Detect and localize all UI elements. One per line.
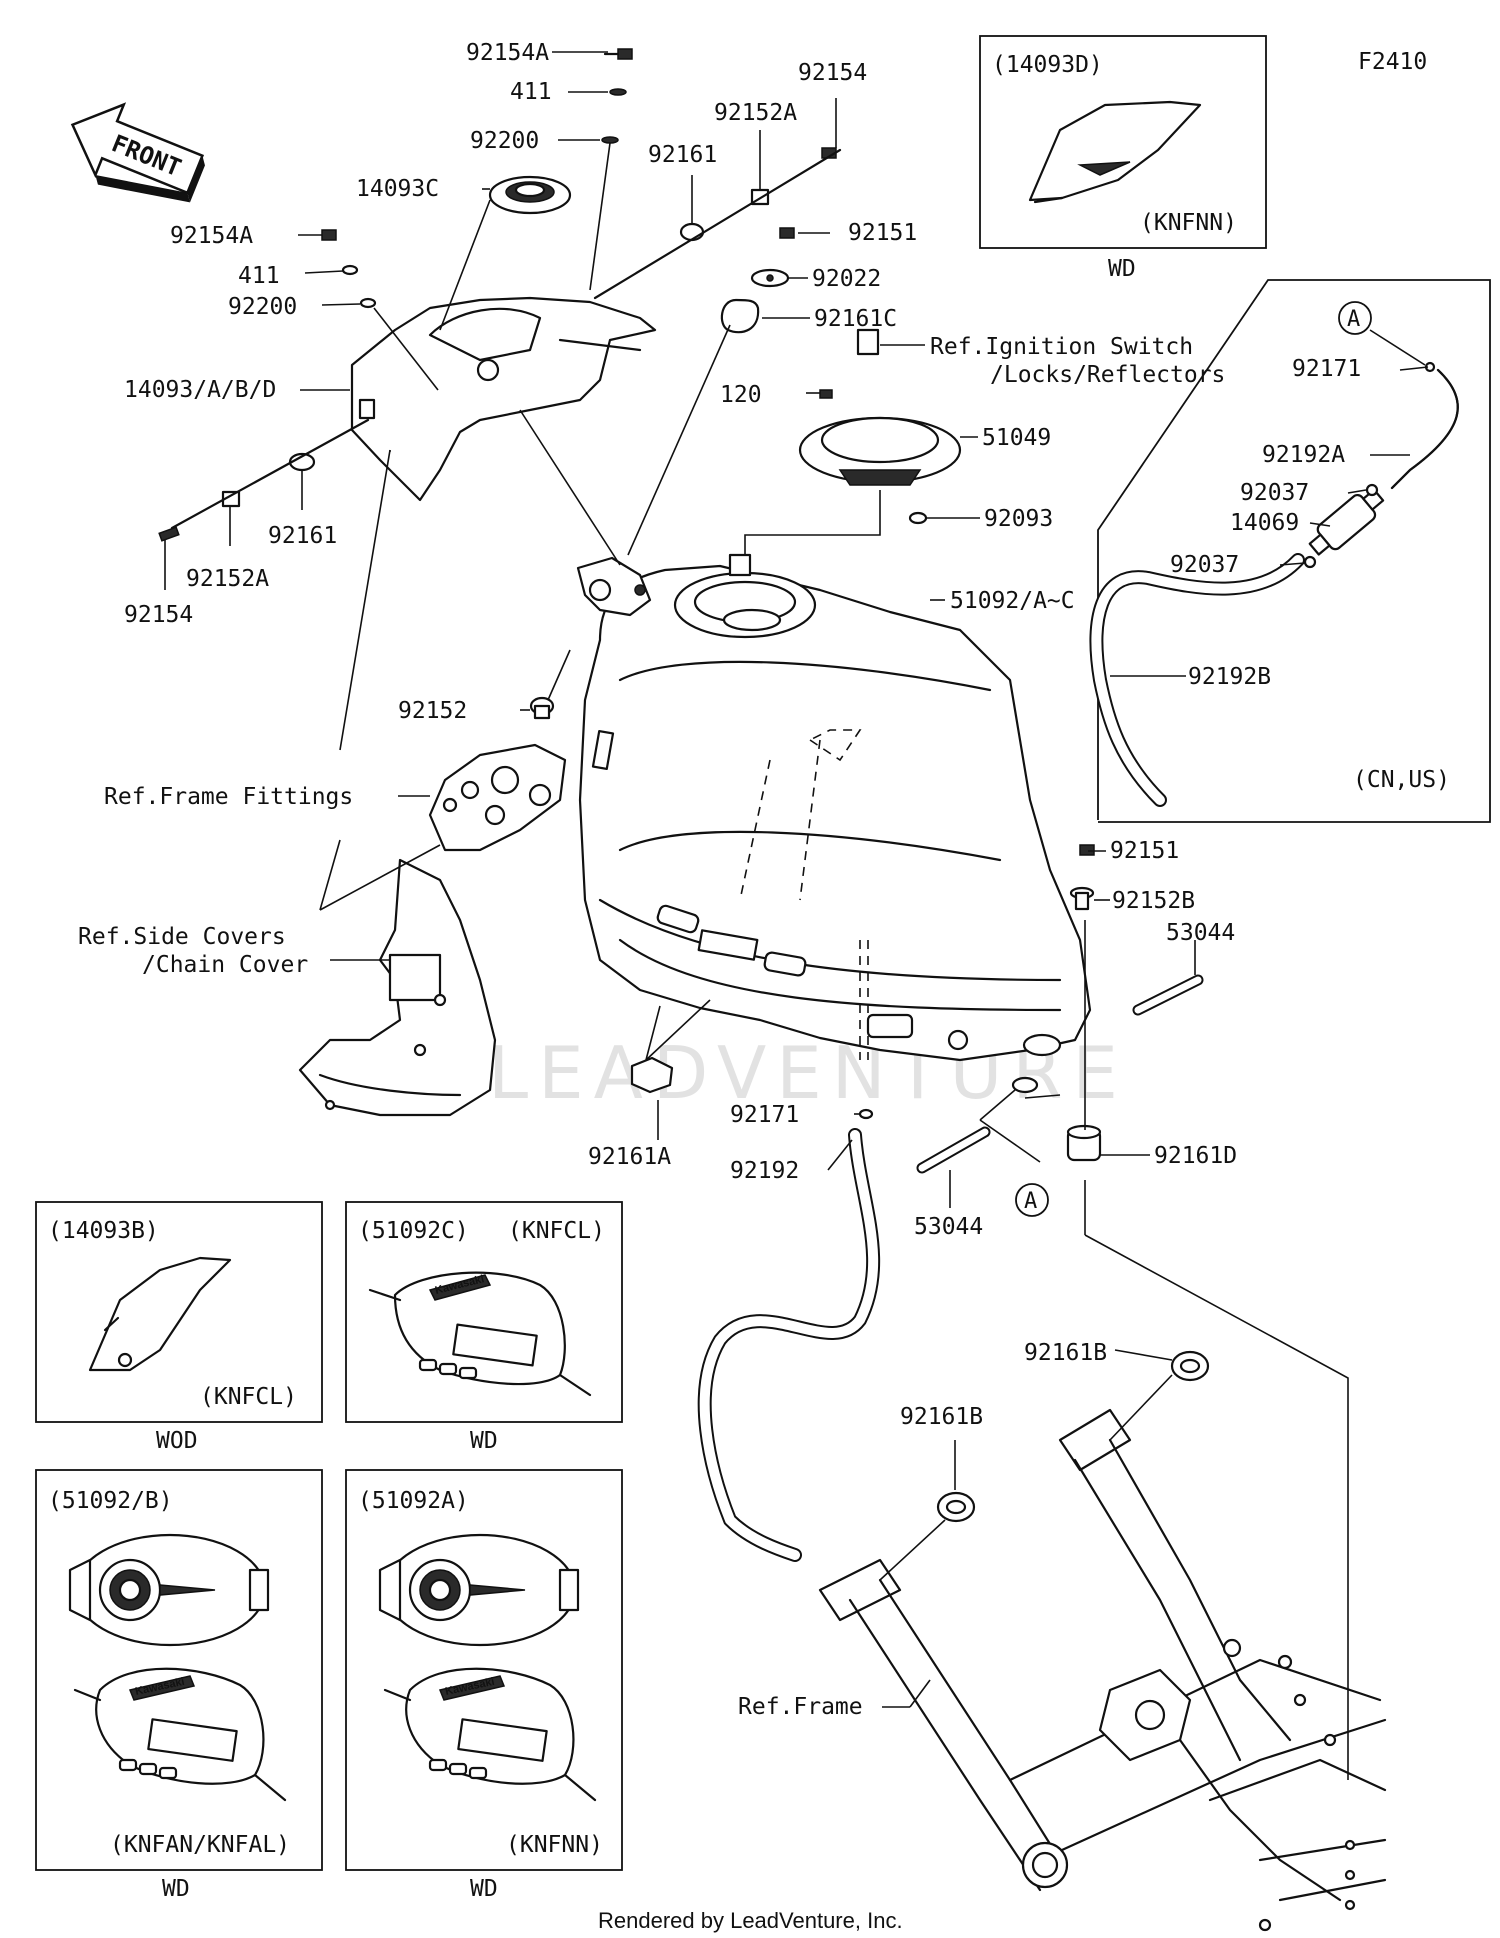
variant-tag: WOD <box>156 1428 198 1454</box>
callout-92200: 92200 <box>228 294 297 320</box>
cap-14093c <box>488 175 572 215</box>
side-covers <box>298 858 497 1117</box>
top-fasteners <box>601 48 633 144</box>
callout-ref-side-covers: Ref.Side Covers <box>78 924 286 950</box>
callout-92161b: 92161B <box>900 1404 983 1430</box>
callout-ref-frame: Ref.Frame <box>738 1694 863 1720</box>
variant-code: (14093D) <box>992 52 1103 78</box>
callout-92037: 92037 <box>1170 552 1239 578</box>
variant-tag: WD <box>470 1428 498 1454</box>
variant-code: (51092C) <box>358 1218 469 1244</box>
variant-tag: WD <box>1108 256 1136 282</box>
callout-92161a: 92161A <box>588 1144 671 1170</box>
right-top-parts <box>593 147 842 334</box>
callout-92192: 92192 <box>730 1158 799 1184</box>
callout-14069: 14069 <box>1230 510 1299 536</box>
callout-92192a: 92192A <box>1262 442 1345 468</box>
variant-model: (KNFAN/KNFAL) <box>110 1832 290 1858</box>
pad-92161a <box>630 1056 674 1094</box>
callout-92161b: 92161B <box>1024 1340 1107 1366</box>
frame-fittings <box>428 743 567 852</box>
callout-92151: 92151 <box>848 220 917 246</box>
callout-92154a: 92154A <box>466 40 549 66</box>
variant-box-14093b: (14093B) (KNFCL) WOD <box>35 1201 323 1454</box>
variant-model: (KNFNN) <box>1140 210 1237 236</box>
callout-92154: 92154 <box>798 60 867 86</box>
hose-92192 <box>697 1128 881 1562</box>
variant-model: (KNFNN) <box>506 1832 603 1858</box>
variant-model: (KNFCL) <box>200 1384 297 1410</box>
variant-code: (51092A) <box>358 1488 469 1514</box>
callout-92152a: 92152A <box>714 100 797 126</box>
callout-92171: 92171 <box>730 1102 799 1128</box>
callout-92151: 92151 <box>1110 838 1179 864</box>
variant-model: (CN,US) <box>1353 767 1450 793</box>
variant-box-51092b: (51092/B) Kawasaki (KNFAN/KNFAL) WD <box>35 1469 323 1902</box>
callout-92093: 92093 <box>984 506 1053 532</box>
callout-51049: 51049 <box>982 425 1051 451</box>
callout-92152b: 92152B <box>1112 888 1195 914</box>
variant-tag: WD <box>470 1876 498 1902</box>
callout-14093c: 14093C <box>356 176 439 202</box>
callout-411: 411 <box>510 79 552 105</box>
variant-box-51092c: (51092C) (KNFCL) Kawasaki WD <box>345 1201 623 1454</box>
callouts: 92154A 411 92200 92154 92152A 92161 1409… <box>78 40 1237 1720</box>
right-mount-parts <box>858 844 1204 1174</box>
callout-92152: 92152 <box>398 698 467 724</box>
variant-tag: WD <box>162 1876 190 1902</box>
leader-lines <box>164 51 1349 1780</box>
callout-92161: 92161 <box>268 523 337 549</box>
callout-92154: 92154 <box>124 602 193 628</box>
callout-chain-cover: /Chain Cover <box>142 952 308 978</box>
callout-92161c: 92161C <box>814 306 897 332</box>
callout-92161d: 92161D <box>1154 1143 1237 1169</box>
ref-a-bubble: A <box>1024 1189 1037 1214</box>
collar-92152 <box>529 696 555 720</box>
figure-code: F2410 <box>1358 49 1427 75</box>
callout-92171: 92171 <box>1292 356 1361 382</box>
callout-92022: 92022 <box>812 266 881 292</box>
callout-53044: 53044 <box>1166 920 1235 946</box>
variant-code: (14093B) <box>48 1218 159 1244</box>
callout-120: 120 <box>720 382 762 408</box>
callout-ref-ignition: Ref.Ignition Switch <box>930 334 1193 360</box>
callout-92037: 92037 <box>1240 480 1309 506</box>
variant-box-51092a: (51092A) Kawasaki (KNFNN) WD <box>345 1469 623 1902</box>
ref-a-bubble: A <box>1347 307 1360 332</box>
fuel-tank-51092 <box>576 553 1092 1094</box>
callout-411: 411 <box>238 263 280 289</box>
front-arrow: FRONT <box>70 102 205 203</box>
tank-cover-14093 <box>350 296 657 502</box>
left-mount-parts <box>158 418 370 542</box>
callout-92152a: 92152A <box>186 566 269 592</box>
filler-ring-51049 <box>744 328 962 570</box>
variant-model: (KNFCL) <box>508 1218 605 1244</box>
variant-code: (51092/B) <box>48 1488 173 1514</box>
callout-14093-a-b-d: 14093/A/B/D <box>124 377 276 403</box>
callout-92192b: 92192B <box>1188 664 1271 690</box>
callout-92161: 92161 <box>648 142 717 168</box>
callout-ref-frame-fittings: Ref.Frame Fittings <box>104 784 353 810</box>
callout-51092: 51092/A~C <box>950 588 1075 614</box>
callout-ref-locks: /Locks/Reflectors <box>990 362 1225 388</box>
variant-box-canister: (CN,US) A 92171 92192A 92037 14069 92037… <box>1089 279 1491 823</box>
variant-box-14093d: (14093D) (KNFNN) WD <box>979 35 1267 282</box>
callout-53044: 53044 <box>914 1214 983 1240</box>
callout-92154a: 92154A <box>170 223 253 249</box>
frame <box>818 1350 1387 1932</box>
callout-92200: 92200 <box>470 128 539 154</box>
left-fasteners <box>321 229 377 309</box>
footer-credit: Rendered by LeadVenture, Inc. <box>598 1908 903 1933</box>
